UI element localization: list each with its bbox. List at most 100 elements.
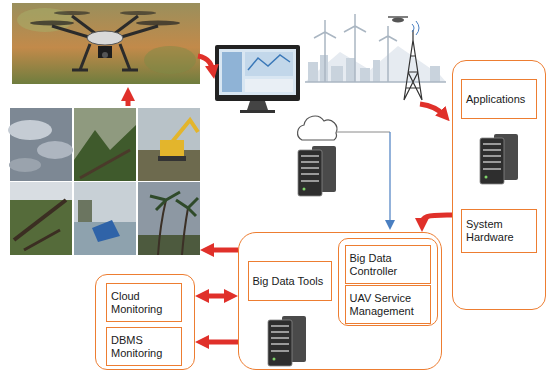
process-box: Big Data Tools <box>248 261 332 301</box>
smart-city-landscape <box>360 68 370 82</box>
computer-monitor <box>215 45 300 113</box>
cloud-server <box>298 116 337 140</box>
smart-city-landscape <box>320 55 328 82</box>
smart-city-landscape <box>430 66 440 82</box>
flow-arrow <box>198 56 213 72</box>
computer-monitor <box>222 52 242 92</box>
smart-city-landscape <box>305 46 446 82</box>
flow-arrow <box>420 104 445 116</box>
drone-photo <box>72 44 138 70</box>
smart-city-landscape <box>305 81 446 83</box>
cloud-server <box>298 146 336 196</box>
server-panel: Big Data Tools Big Data ControllerUAV Ser… <box>238 232 442 370</box>
disaster-photos <box>138 182 200 255</box>
drone-photo <box>102 52 108 58</box>
disaster-photos <box>10 108 72 181</box>
process-box: Applications <box>461 79 537 119</box>
smart-city-landscape <box>412 21 419 35</box>
drone-photo <box>12 3 200 84</box>
disaster-photos <box>14 200 66 240</box>
server-icon <box>268 316 306 366</box>
disaster-photos <box>160 140 184 156</box>
computer-monitor <box>248 55 290 70</box>
server-panel: ApplicationsSystem Hardware <box>452 60 546 310</box>
drone-photo <box>98 46 112 58</box>
node-label: Cloud Monitoring <box>111 290 177 316</box>
disaster-photos <box>80 150 130 178</box>
smart-city-landscape <box>305 14 446 82</box>
disaster-photos <box>74 125 136 181</box>
smart-city-landscape <box>388 16 408 18</box>
disaster-photos <box>10 182 72 200</box>
disaster-photos <box>8 108 200 255</box>
process-box: DBMS Monitoring <box>106 327 182 366</box>
computer-monitor <box>245 52 293 76</box>
computer-monitor <box>247 101 268 110</box>
flow-arrow <box>126 94 131 106</box>
flow-arrow <box>128 56 445 250</box>
disaster-photos <box>9 158 41 172</box>
disaster-photos <box>150 192 198 216</box>
flow-arrow <box>202 294 231 299</box>
disaster-photos <box>172 120 198 142</box>
smart-city-landscape <box>392 18 404 23</box>
computer-monitor <box>219 49 296 95</box>
node-label: Big Data Controller <box>350 252 426 278</box>
process-box: Cloud Monitoring <box>106 283 182 322</box>
flow-arrow <box>207 248 238 253</box>
node-label: UAV Service Management <box>350 292 426 318</box>
process-box: System Hardware <box>461 209 537 253</box>
drone-photo <box>12 3 200 84</box>
drone-photo <box>120 11 156 15</box>
node-label: DBMS Monitoring <box>111 334 177 360</box>
cloud-server <box>336 132 390 133</box>
data-arrow <box>389 132 390 225</box>
smart-city-landscape <box>314 20 336 82</box>
cloud-server <box>298 116 390 196</box>
disaster-photos <box>37 141 73 159</box>
disaster-photos <box>74 182 136 255</box>
process-box: Big Data Controller <box>345 245 431 284</box>
smart-city-landscape <box>379 26 397 82</box>
node-label: System Hardware <box>466 218 532 244</box>
drone-photo <box>72 16 96 34</box>
disaster-photos <box>10 182 72 255</box>
drone-photo <box>30 21 74 26</box>
flow-arrow <box>422 215 452 225</box>
flow-arrow <box>202 340 238 345</box>
node-label: Big Data Tools <box>253 275 327 288</box>
node-label: Applications <box>466 93 532 106</box>
computer-monitor <box>245 79 293 92</box>
computer-monitor <box>240 110 275 113</box>
drone-photo <box>144 46 196 74</box>
process-box: UAV Service Management <box>345 285 431 324</box>
smart-city-landscape <box>404 30 422 100</box>
disaster-photos <box>138 235 200 255</box>
group-panel: Big Data ControllerUAV Service Managemen… <box>338 238 438 326</box>
drone-photo <box>54 11 90 15</box>
smart-city-landscape <box>404 30 422 100</box>
disaster-photos <box>24 230 60 250</box>
server-icon <box>480 134 518 184</box>
monitor-panel: Cloud MonitoringDBMS Monitoring <box>95 274 195 370</box>
disaster-photos <box>158 156 186 161</box>
disaster-photos <box>92 220 120 242</box>
disaster-photos <box>8 120 52 140</box>
disaster-photos <box>138 108 200 181</box>
disaster-photos <box>158 200 188 255</box>
disaster-photos <box>74 108 136 181</box>
drone-photo <box>136 21 180 26</box>
smart-city-landscape <box>331 66 343 82</box>
drone-photo <box>87 31 123 45</box>
computer-monitor <box>215 45 300 101</box>
disaster-photos <box>78 200 92 222</box>
smart-city-landscape <box>344 14 366 82</box>
smart-city-landscape <box>373 60 380 82</box>
smart-city-landscape <box>308 62 318 82</box>
smart-city-landscape <box>305 14 446 100</box>
drone-photo <box>114 16 138 34</box>
smart-city-landscape <box>346 58 355 82</box>
